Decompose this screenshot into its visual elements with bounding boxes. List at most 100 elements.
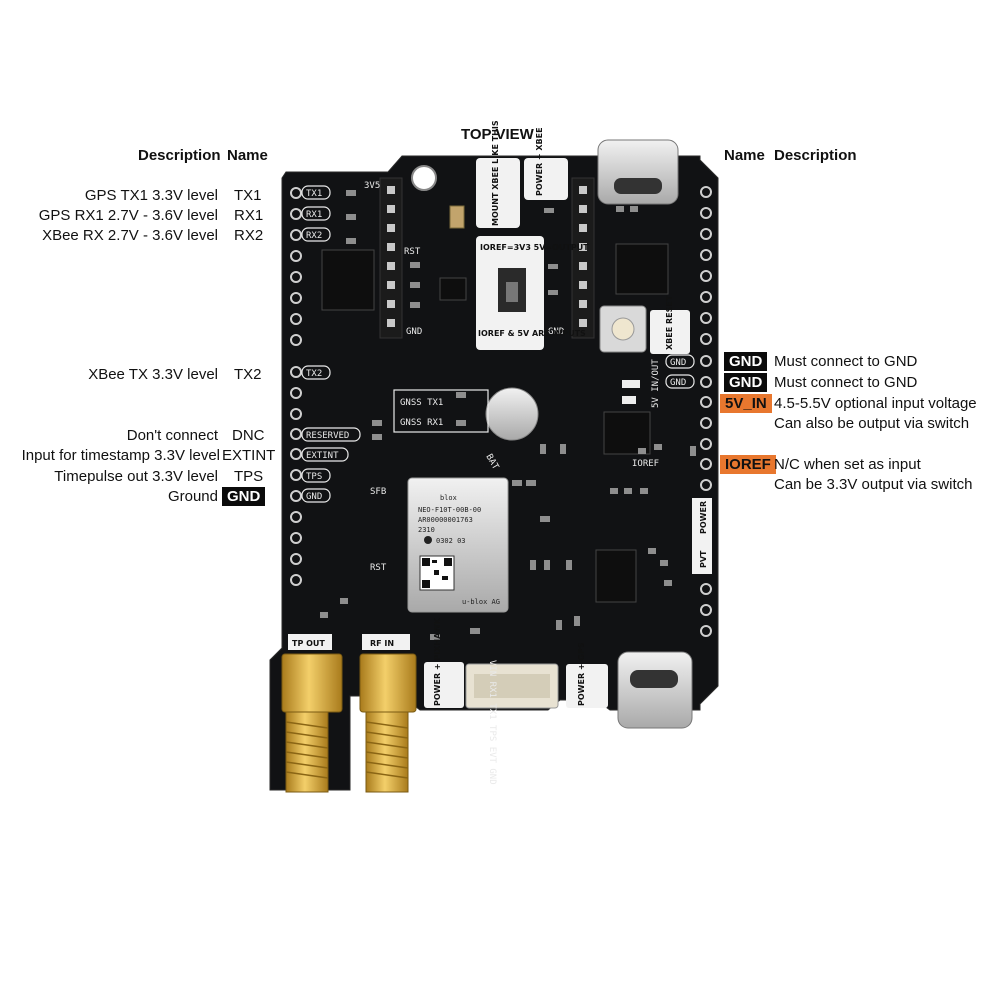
pad-reserved: RESERVED [306, 431, 349, 441]
ic-u4 [595, 549, 637, 603]
power-gps-box [566, 664, 608, 708]
left-pin-description: Ground [167, 488, 218, 505]
silk-gnd-a: GND [406, 327, 422, 337]
cap-c30 [449, 205, 465, 229]
module-model: NEO-F10T-00B-00 [418, 506, 481, 514]
pad-rx2: RX2 [306, 231, 322, 241]
silk-pvt: PVT [699, 550, 708, 568]
left-pin-name: DNC [232, 427, 265, 444]
silk-sfb: SFB [370, 487, 386, 497]
silk-5v-inout: 5V IN/OUT [651, 359, 661, 408]
ic-u6 [615, 243, 669, 295]
silk-gnd-b: GND [548, 327, 564, 337]
pwr-pvt-box [692, 498, 712, 574]
switch-knob [506, 282, 518, 302]
sma-tp-out [281, 653, 343, 793]
right-header-description: Description [774, 147, 857, 164]
pad-extint: EXTINT [306, 451, 339, 461]
left-pin-description: XBee RX 2.7V - 3.6V level [42, 227, 218, 244]
ic-u3 [321, 249, 375, 311]
module-foot: u-blox AG [462, 598, 500, 606]
left-pin-name: EXTINT [222, 447, 276, 464]
silk-power: POWER [699, 501, 708, 534]
left-pin-name: TX1 [234, 187, 262, 204]
jst-connector [465, 663, 559, 709]
silk-rst-mid: RST [404, 247, 421, 257]
right-pin-name-gnd-badge: GND [724, 352, 768, 371]
silk-rst-left: RST [370, 563, 387, 573]
right-header-name: Name [724, 147, 765, 164]
left-pin-name: RX2 [234, 227, 264, 244]
pad-tx1: TX1 [306, 189, 322, 199]
left-header-description: Description [138, 147, 221, 164]
silk-rf-in: RF IN [370, 639, 394, 648]
right-pin-name-gnd-badge: GND [724, 373, 768, 392]
silk-mount-xbee: MOUNT XBEE LIKE THIS [491, 120, 500, 226]
gnss-led-box [393, 389, 489, 433]
led-5v [622, 380, 640, 388]
silk-switch-top: IOREF=3V3 5V=OUTPUT [480, 243, 589, 252]
left-pin-description: Don't connect [126, 427, 218, 444]
module-brand: blox [440, 494, 457, 502]
xbee-header-right [571, 177, 595, 339]
pad-rx1: RX1 [306, 210, 322, 220]
tp-out-box [288, 634, 332, 650]
silk-ioref: IOREF [632, 459, 659, 469]
usb-c-bottom [617, 651, 693, 729]
left-edge-pads [290, 187, 302, 586]
pad-gnd-right-2: GND [670, 378, 686, 388]
right-pad-tags [665, 354, 695, 389]
page-title: TOP VIEW [461, 126, 534, 143]
right-pin-description: Must connect to GND [774, 374, 918, 391]
gnss-module [407, 477, 509, 613]
left-pin-name: TX2 [234, 366, 262, 383]
silk-pixhawk-pins: VIN RX1 TX1 TPS EVT GND [487, 660, 497, 785]
module-rev: 0302 03 [436, 537, 466, 545]
silk-power-pixhawk: POWER + PIXHAWK [433, 617, 442, 706]
left-pin-name: RX1 [234, 207, 264, 224]
pad-gnd-right-1: GND [670, 358, 686, 368]
right-pin-description: 4.5-5.5V optional input voltage [774, 395, 977, 412]
silk-xbee-reset: XBEE RESET [665, 295, 674, 350]
module-lot: 2310 [418, 526, 435, 534]
mount-xbee-box [476, 158, 520, 228]
sma-rf-in [359, 653, 417, 793]
silk-tp-out: TP OUT [292, 639, 325, 648]
backup-battery [485, 387, 539, 441]
left-pin-description: GPS RX1 2.7V - 3.6V level [38, 207, 218, 224]
right-pin-description: N/C when set as input [774, 456, 921, 473]
left-pin-name-gnd-badge: GND [222, 487, 266, 506]
power-xbee-box [524, 158, 568, 200]
pad-tx2: TX2 [306, 369, 322, 379]
silk-power-gps: POWER + GPS [577, 642, 586, 706]
left-pin-description: Timepulse out 3.3V level [54, 468, 218, 485]
module-code: AR00000001763 [418, 516, 473, 524]
reset-button [599, 305, 647, 353]
silk-gnss-tx: GNSS TX1 [400, 398, 443, 408]
left-pin-description: Input for timestamp 3.3V level [21, 447, 220, 464]
left-pin-description: XBee TX 3.3V level [88, 366, 218, 383]
xbee-reset-box [650, 310, 690, 354]
left-header-name: Name [227, 147, 268, 164]
silk-gnss-rx: GNSS RX1 [400, 418, 443, 428]
right-pin-name-ioref-badge: IOREF [720, 455, 776, 474]
mounting-hole [411, 165, 437, 191]
power-pixhawk-box [424, 662, 464, 708]
rf-in-box [362, 634, 410, 650]
right-pin-description-line2: Can also be output via switch [774, 415, 970, 432]
left-pin-description: GPS TX1 3.3V level [84, 187, 218, 204]
left-pin-name: TPS [234, 468, 264, 485]
xbee-header-left [379, 177, 403, 339]
left-pad-tags [301, 185, 361, 503]
silk-3v5: 3V5 [364, 181, 380, 191]
right-pin-name-5v-badge: 5V_IN [720, 394, 772, 413]
right-pin-description: Must connect to GND [774, 353, 918, 370]
right-pin-description-line2: Can be 3.3V output via switch [774, 476, 973, 493]
ic-u5 [603, 411, 651, 455]
ic-u12 [439, 277, 467, 301]
smd-components [320, 190, 696, 640]
usb-c-top [597, 139, 679, 205]
pad-gnd: GND [306, 492, 322, 502]
silk-switch-bottom: IOREF & 5V ARE INPUTS [478, 329, 586, 338]
